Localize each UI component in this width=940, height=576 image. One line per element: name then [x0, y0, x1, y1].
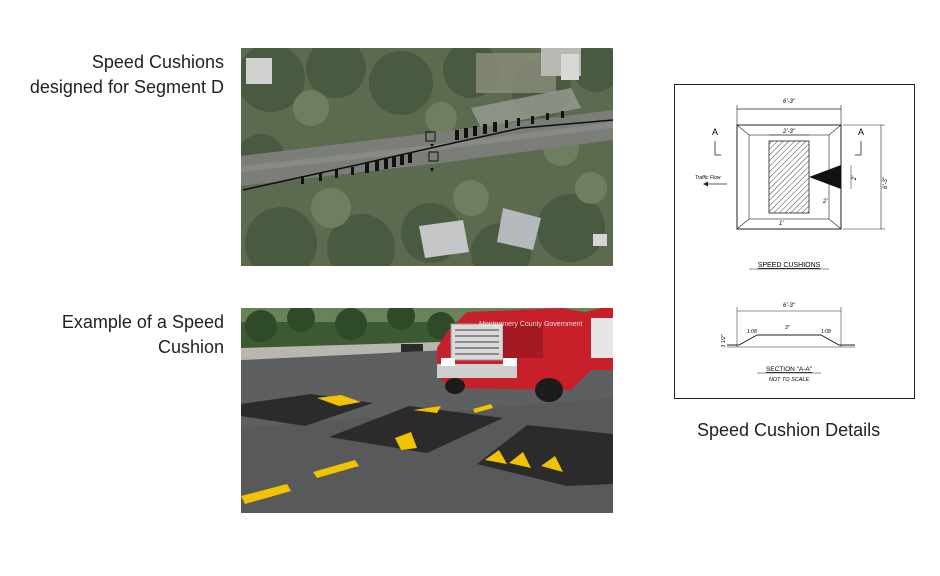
plan-title: SPEED CUSHIONS	[758, 262, 821, 269]
triangle-dimension: 2'	[852, 175, 858, 181]
aerial-map-image	[241, 48, 613, 266]
aerial-map-graphic	[241, 48, 613, 266]
example-caption-line-1: Example of a Speed	[61, 312, 224, 332]
height-dimension: 6'-3"	[883, 176, 889, 189]
section-subtitle: NOT TO SCALE	[769, 377, 810, 383]
section-marker-left: A	[712, 127, 718, 137]
example-caption: Example of a Speed Cushion	[10, 310, 224, 360]
aerial-caption: Speed Cushions designed for Segment D	[10, 50, 224, 100]
details-caption: Speed Cushion Details	[697, 420, 881, 440]
example-caption-line-2: Cushion	[157, 337, 224, 357]
section-slope-right: 1:08	[821, 329, 831, 335]
section-width-dimension: 6'-3"	[783, 303, 796, 309]
aerial-caption-line-1: Speed Cushions	[91, 52, 224, 72]
speed-cushion-photo: Montgomery County Government	[241, 308, 613, 513]
speed-cushion-drawing-graphic: 6'-3" 2'-3" A A 6'-3" 2'	[695, 99, 889, 383]
section-crown: 3"	[785, 325, 790, 331]
top-width-dimension: 6'-3"	[783, 99, 796, 105]
section-left-height: 3 1/2"	[721, 334, 727, 347]
section-slope-left: 1:08	[747, 329, 757, 335]
section-title: SECTION "A-A"	[766, 366, 813, 373]
bottom-dimension: 1'	[779, 221, 784, 227]
speed-cushion-photo-graphic: Montgomery County Government	[241, 308, 613, 513]
flare-dimension: 2'	[822, 199, 828, 205]
photo-watermark: Montgomery County Government	[479, 321, 583, 328]
traffic-flow-label: Traffic Flow	[695, 175, 721, 181]
section-marker-right: A	[858, 127, 864, 137]
aerial-caption-line-2: designed for Segment D	[29, 77, 224, 97]
speed-cushion-drawing: 6'-3" 2'-3" A A 6'-3" 2'	[674, 84, 915, 399]
inner-width-dimension: 2'-3"	[782, 129, 796, 135]
